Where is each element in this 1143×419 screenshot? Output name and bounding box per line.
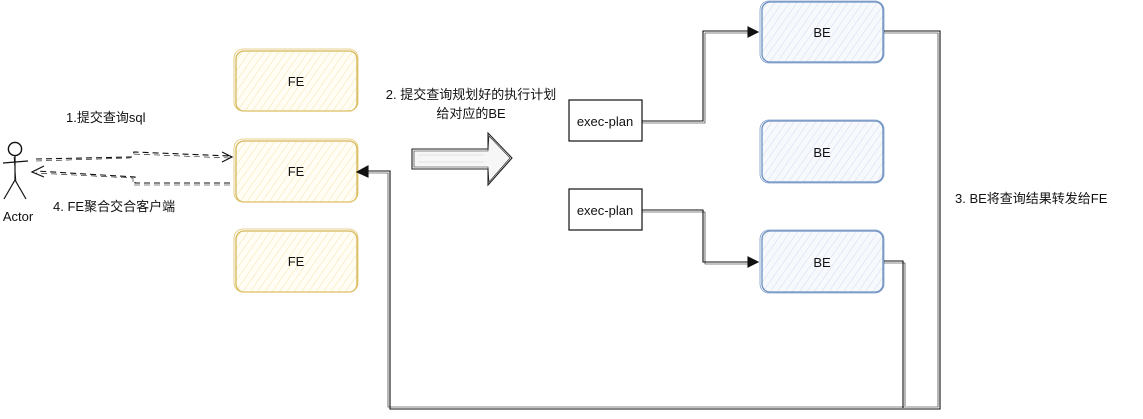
return-result-arrow bbox=[30, 165, 230, 186]
plan-dispatch-block-arrow bbox=[411, 131, 513, 187]
be-node-label: BE bbox=[813, 25, 831, 40]
actor-figure: Actor bbox=[2, 141, 34, 224]
exec-plan-box[interactable]: exec-plan bbox=[568, 99, 643, 142]
fe-node-label: FE bbox=[288, 254, 305, 269]
fe-node[interactable]: FE bbox=[233, 138, 359, 203]
actor-label: Actor bbox=[3, 209, 34, 224]
fe-node[interactable]: FE bbox=[233, 48, 359, 112]
fe-node-label: FE bbox=[288, 74, 305, 89]
be-node[interactable]: BE bbox=[759, 0, 885, 64]
actor-icon bbox=[2, 141, 29, 200]
fe-node[interactable]: FE bbox=[233, 228, 359, 293]
plan-to-be-connector bbox=[642, 209, 760, 268]
exec-plan-label: exec-plan bbox=[577, 114, 633, 129]
be-node[interactable]: BE bbox=[759, 119, 885, 184]
step2-label-line1: 2. 提交查询规划好的执行计划 bbox=[386, 87, 556, 102]
exec-plan-label: exec-plan bbox=[577, 203, 633, 218]
plan-to-be-connector bbox=[642, 26, 760, 124]
step4-label: 4. FE聚合交合客户端 bbox=[53, 199, 175, 214]
submit-query-arrow bbox=[35, 151, 234, 163]
fe-node-label: FE bbox=[288, 164, 305, 179]
be-node[interactable]: BE bbox=[759, 229, 885, 294]
step3-label: 3. BE将查询结果转发给FE bbox=[955, 191, 1108, 206]
be-to-fe-return-connector bbox=[355, 30, 941, 410]
be-node-label: BE bbox=[813, 255, 831, 270]
be-node-label: BE bbox=[813, 145, 831, 160]
step1-label: 1.提交查询sql bbox=[66, 110, 146, 125]
step2-label-line2: 给对应的BE bbox=[436, 106, 506, 121]
exec-plan-box[interactable]: exec-plan bbox=[568, 188, 643, 231]
